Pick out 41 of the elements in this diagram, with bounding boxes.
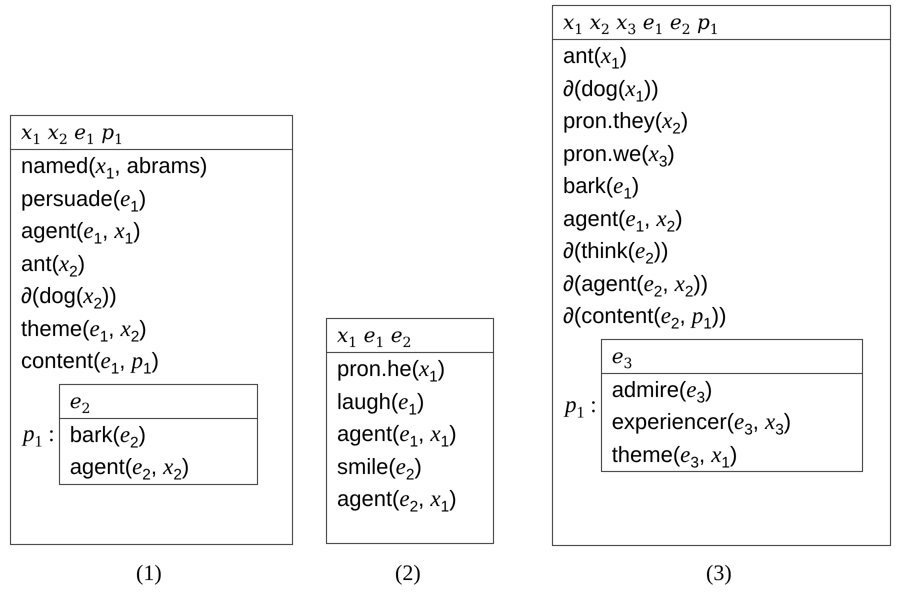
condition-text: ∂(content(e$_{2}$, p$_{1}$))	[562, 302, 728, 332]
drs-box	[10, 115, 293, 545]
example-number: (1)	[136, 560, 162, 586]
condition-text: bark(e$_{2}$)	[68, 420, 147, 451]
condition-text: named(x$_{1}$, abrams)	[20, 152, 208, 182]
condition-text: agent(e$_{2}$, x$_{1}$)	[336, 485, 458, 516]
condition-text: agent(e$_{1}$, x$_{2}$)	[562, 204, 684, 235]
drs-box	[552, 5, 891, 546]
box-label: p$_{1}$ :	[562, 392, 598, 418]
condition-text: theme(e$_{1}$, x$_{2}$)	[20, 314, 148, 345]
condition-text: ∂(agent(e$_{2}$, x$_{2}$))	[562, 270, 710, 300]
referent-list: x$_{1}$ x$_{2}$ e$_{1}$ p$_{1}$	[11, 116, 292, 150]
referent-list: x$_{1}$ e$_{1}$ e$_{2}$	[327, 319, 493, 353]
condition-text: ∂(think(e$_{2}$))	[562, 237, 670, 268]
condition-text: bark(e$_{1}$)	[562, 172, 640, 202]
example-number: (2)	[395, 560, 421, 586]
condition-text: smile(e$_{2}$)	[336, 452, 423, 483]
drs-box	[326, 318, 494, 544]
condition-text: pron.he(x$_{1}$)	[336, 355, 446, 386]
condition-text: agent(e$_{2}$, x$_{2}$)	[68, 453, 190, 484]
condition-text: admire(e$_{3}$)	[610, 376, 714, 406]
condition-text: pron.they(x$_{2}$)	[562, 107, 690, 138]
example-number: (3)	[706, 560, 732, 586]
condition-text: content(e$_{1}$, p$_{1}$)	[20, 347, 160, 378]
referent-list: x$_{1}$ x$_{2}$ x$_{3}$ e$_{1}$ e$_{2}$ p$_{1}$	[553, 6, 890, 40]
condition-text: agent(e$_{1}$, x$_{1}$)	[336, 420, 458, 450]
condition-text: laugh(e$_{1}$)	[336, 388, 426, 418]
nested-box	[600, 338, 863, 472]
referent-list: e$_{2}$	[60, 384, 257, 418]
referent-list: e$_{3}$	[602, 340, 862, 374]
condition-text: pron.we(x$_{3}$)	[562, 140, 676, 170]
condition-text: ant(x$_{1}$)	[562, 42, 628, 72]
condition-text: theme(e$_{3}$, x$_{1}$)	[610, 440, 738, 471]
condition-text: experiencer(e$_{3}$, x$_{3}$)	[610, 408, 792, 438]
box-label: p$_{1}$ :	[20, 421, 56, 447]
condition-text: ∂(dog(x$_{1}$))	[562, 74, 660, 105]
condition-text: ant(x$_{2}$)	[20, 250, 86, 280]
nested-box	[58, 384, 258, 484]
condition-text: agent(e$_{1}$, x$_{1}$)	[20, 217, 142, 248]
condition-text: ∂(dog(x$_{2}$))	[20, 282, 118, 312]
condition-text: persuade(e$_{1}$)	[20, 184, 148, 215]
